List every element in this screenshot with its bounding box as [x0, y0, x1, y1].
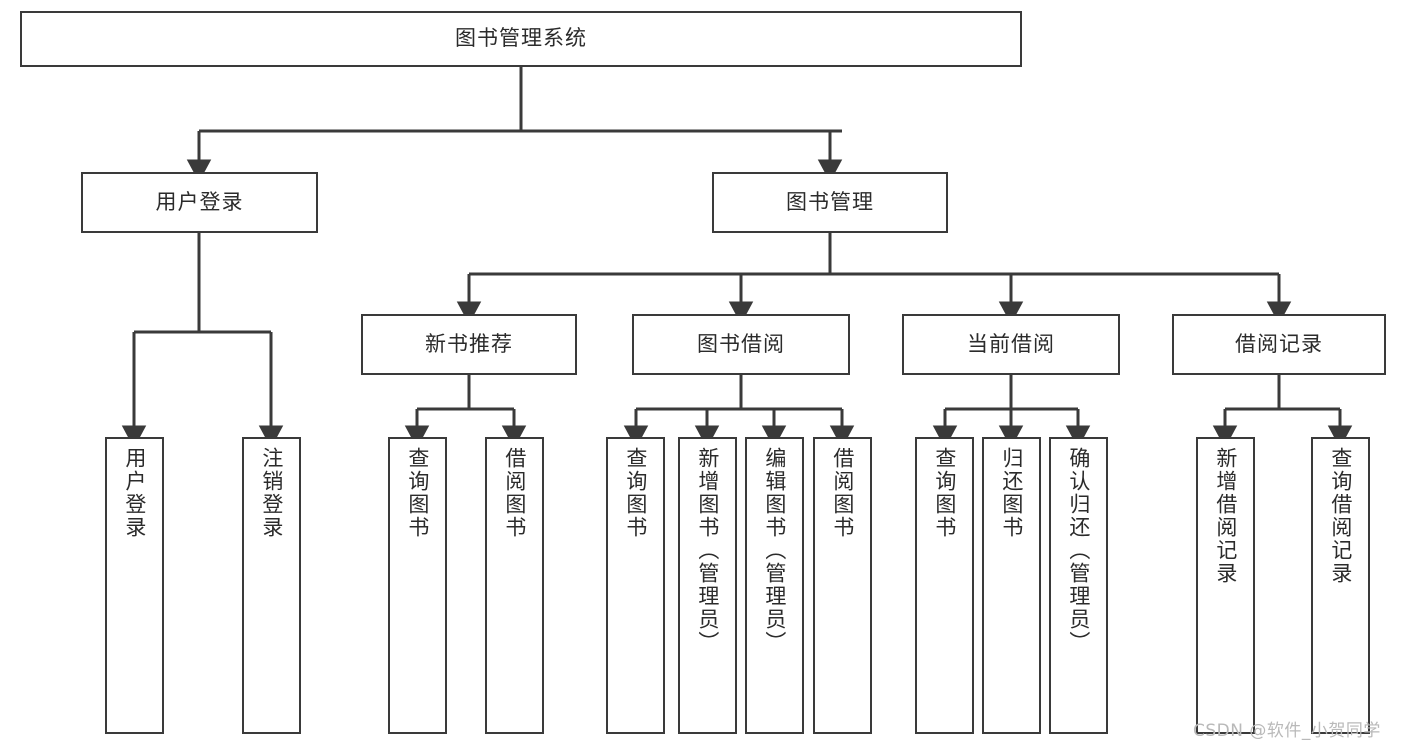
node-label: 查询图书 [932, 447, 957, 539]
leaf-book-borrow-add-book-admin[interactable]: 新增图书（管理员） [678, 437, 737, 734]
node-label: 新书推荐 [425, 331, 513, 356]
node-label: 查询图书 [623, 447, 648, 539]
leaf-book-borrow-edit-book-admin[interactable]: 编辑图书（管理员） [745, 437, 804, 734]
node-label: 查询图书 [405, 447, 430, 539]
node-label: 查询借阅记录 [1328, 447, 1353, 585]
node-label: 借阅图书 [830, 447, 855, 539]
leaf-user-login-logout[interactable]: 注销登录 [242, 437, 301, 734]
node-root-book-management-system[interactable]: 图书管理系统 [20, 11, 1022, 67]
leaf-user-login-login[interactable]: 用户登录 [105, 437, 164, 734]
node-new-book-recommend[interactable]: 新书推荐 [361, 314, 577, 375]
leaf-current-borrow-return-book[interactable]: 归还图书 [982, 437, 1041, 734]
leaf-book-borrow-borrow-book[interactable]: 借阅图书 [813, 437, 872, 734]
node-label: 编辑图书（管理员） [762, 447, 787, 654]
node-borrow-record[interactable]: 借阅记录 [1172, 314, 1386, 375]
node-label: 用户登录 [155, 189, 244, 214]
leaf-new-book-borrow-book[interactable]: 借阅图书 [485, 437, 544, 734]
csdn-watermark: CSDN @软件_小贺同学 [1193, 721, 1381, 741]
node-label: 图书管理系统 [455, 26, 587, 51]
node-label: 确认归还（管理员） [1066, 447, 1091, 654]
node-label: 归还图书 [999, 447, 1024, 539]
node-label: 图书管理 [786, 189, 874, 214]
node-label: 注销登录 [259, 447, 284, 539]
leaf-current-borrow-query-book[interactable]: 查询图书 [915, 437, 974, 734]
leaf-current-borrow-confirm-return-admin[interactable]: 确认归还（管理员） [1049, 437, 1108, 734]
node-book-borrow[interactable]: 图书借阅 [632, 314, 850, 375]
node-user-login[interactable]: 用户登录 [81, 172, 318, 233]
node-label: 新增图书（管理员） [695, 447, 720, 654]
node-label: 用户登录 [122, 447, 147, 539]
node-label: 借阅图书 [502, 447, 527, 539]
node-label: 新增借阅记录 [1213, 447, 1238, 585]
node-label: 借阅记录 [1235, 331, 1323, 356]
leaf-borrow-record-add-record[interactable]: 新增借阅记录 [1196, 437, 1255, 734]
node-current-borrow[interactable]: 当前借阅 [902, 314, 1120, 375]
node-label: 当前借阅 [967, 331, 1055, 356]
leaf-borrow-record-query-record[interactable]: 查询借阅记录 [1311, 437, 1370, 734]
node-label: 图书借阅 [697, 331, 785, 356]
leaf-book-borrow-query-book[interactable]: 查询图书 [606, 437, 665, 734]
node-book-management[interactable]: 图书管理 [712, 172, 948, 233]
leaf-new-book-query-book[interactable]: 查询图书 [388, 437, 447, 734]
